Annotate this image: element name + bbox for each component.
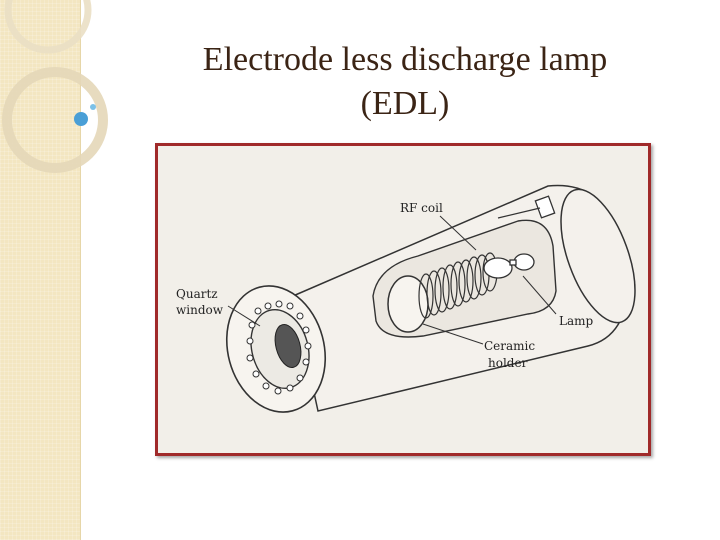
deco-ring-large (7, 72, 103, 168)
label-ceramic-line1: Ceramic (484, 339, 535, 353)
label-rf-coil: RF coil (400, 201, 443, 215)
edl-diagram-drawing: RF coil Quartz window Lamp Ceramic holde… (158, 146, 648, 453)
ceramic-holder (388, 276, 428, 332)
label-ceramic-line2: holder (488, 356, 528, 370)
label-lamp: Lamp (559, 314, 594, 328)
deco-bubble-small (90, 104, 96, 110)
title-line-2: (EDL) (130, 82, 680, 126)
deco-bubble-large (74, 112, 88, 126)
label-quartz-line1: Quartz (176, 287, 218, 301)
edl-diagram-figure: RF coil Quartz window Lamp Ceramic holde… (155, 143, 651, 456)
label-quartz-line2: window (176, 303, 224, 317)
decorative-rings (0, 0, 140, 190)
slide-title: Electrode less discharge lamp (EDL) (130, 38, 680, 126)
deco-ring-top (8, 0, 88, 50)
title-line-1: Electrode less discharge lamp (130, 38, 680, 82)
